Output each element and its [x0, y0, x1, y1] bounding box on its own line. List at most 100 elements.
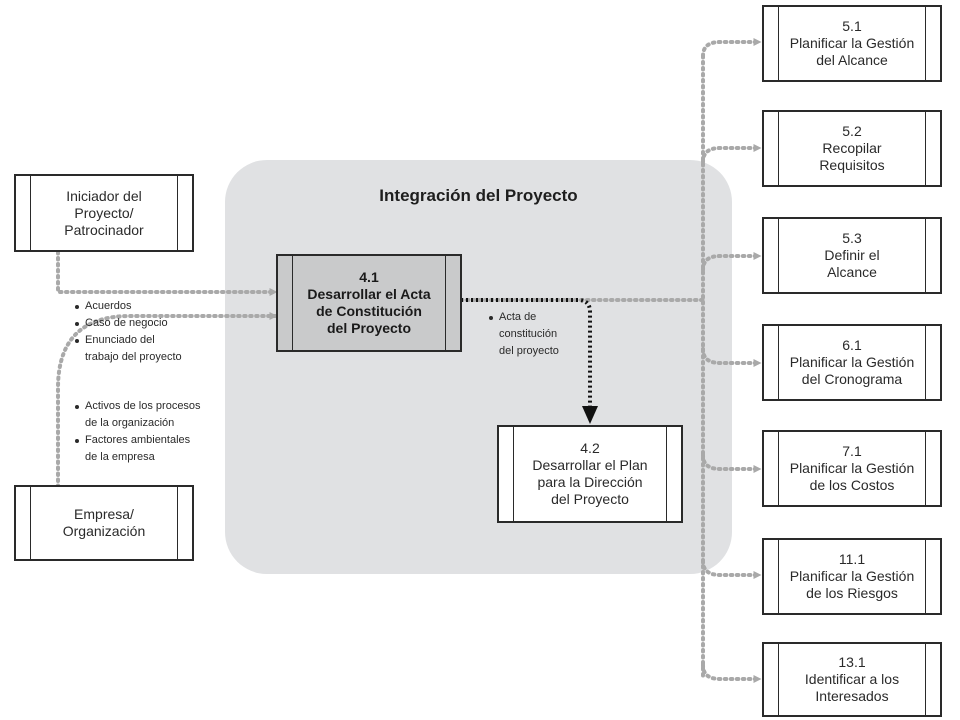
sponsor-input-text: Caso de negocio: [85, 317, 168, 329]
node-text-line: Identificar a los: [804, 671, 900, 687]
box-edge-bar: [764, 112, 779, 185]
box-edge-bar: [445, 256, 460, 350]
connector-to-7-1: [701, 453, 762, 473]
node-13-1: 13.1 Identificar a los Interesados: [762, 642, 942, 717]
node-text-line: Definir el: [824, 247, 880, 263]
bullet-dot: [489, 316, 493, 320]
sponsor-input-text: Enunciado del: [85, 334, 155, 346]
box-edge-bar: [925, 112, 940, 185]
box-edge-bar: [177, 487, 192, 559]
sponsor-input-item: Enunciado del trabajo del proyecto: [74, 332, 214, 366]
node-7-1: 7.1 Planificar la Gestión de los Costos: [762, 430, 942, 507]
box-edge-bar: [925, 644, 940, 715]
box-edge-bar: [925, 326, 940, 399]
org-input-item: Factores ambientales de la empresa: [74, 432, 224, 466]
connector-to-6-1: [701, 347, 762, 367]
connector-to-5-3: [701, 252, 762, 272]
node-organization: Empresa/ Organización: [14, 485, 194, 561]
node-4-2-plan: 4.2 Desarrollar el Plan para la Direcció…: [497, 425, 683, 523]
connector-to-5-2: [701, 144, 762, 164]
node-number: 11.1: [838, 551, 866, 567]
sponsor-input-text: Acuerdos: [85, 300, 132, 312]
node-text-line: Planificar la Gestión: [789, 460, 915, 476]
node-text-line: de Constitución: [316, 303, 422, 319]
bullet-dot: [75, 405, 79, 409]
box-edge-bar: [925, 7, 940, 80]
node-number: 7.1: [842, 443, 862, 459]
box-edge-bar: [177, 176, 192, 250]
node-6-1: 6.1 Planificar la Gestión del Cronograma: [762, 324, 942, 401]
box-edge-bar: [666, 427, 681, 521]
connector-to-13-1: [701, 663, 762, 683]
node-7-1-label: 7.1 Planificar la Gestión de los Costos: [779, 432, 925, 505]
box-edge-bar: [925, 540, 940, 613]
node-text-line: de los Riesgos: [806, 585, 898, 601]
charter-output-item: Acta de constitución del proyecto: [488, 309, 578, 360]
sponsor-input-item: Caso de negocio: [74, 315, 214, 332]
node-number: 5.2: [842, 123, 862, 139]
connector-org-to-charter: [56, 312, 278, 489]
charter-output-text: Acta de: [499, 311, 537, 323]
node-text-line: Planificar la Gestión: [789, 35, 915, 51]
node-4-1-charter: 4.1 Desarrollar el Acta de Constitución …: [276, 254, 462, 352]
connector-to-5-1: [701, 38, 762, 58]
node-text-line: Empresa/: [74, 506, 134, 522]
node-11-1: 11.1 Planificar la Gestión de los Riesgo…: [762, 538, 942, 615]
sponsor-input-text: trabajo del proyecto: [85, 351, 182, 363]
box-edge-bar: [764, 540, 779, 613]
org-input-text: Factores ambientales: [85, 434, 191, 446]
node-13-1-label: 13.1 Identificar a los Interesados: [779, 644, 925, 715]
node-6-1-label: 6.1 Planificar la Gestión del Cronograma: [779, 326, 925, 399]
connector-charter-to-plan-arrowhead: [582, 406, 598, 424]
node-number: 5.1: [842, 18, 862, 34]
node-11-1-label: 11.1 Planificar la Gestión de los Riesgo…: [779, 540, 925, 613]
bullet-dot: [75, 322, 79, 326]
node-5-1: 5.1 Planificar la Gestión del Alcance: [762, 5, 942, 82]
node-text-line: Organización: [62, 523, 146, 539]
box-edge-bar: [764, 432, 779, 505]
node-text-line: del Alcance: [816, 52, 888, 68]
node-4-2-label: 4.2 Desarrollar el Plan para la Direcció…: [514, 427, 666, 521]
org-inputs-list: Activos de los procesos de la organizaci…: [74, 398, 224, 466]
node-text-line: Desarrollar el Acta: [307, 286, 431, 302]
node-text-line: del Cronograma: [801, 371, 903, 387]
node-5-3-label: 5.3 Definir el Alcance: [779, 219, 925, 292]
node-5-2: 5.2 Recopilar Requisitos: [762, 110, 942, 187]
box-edge-bar: [16, 487, 31, 559]
node-5-2-label: 5.2 Recopilar Requisitos: [779, 112, 925, 185]
box-edge-bar: [925, 432, 940, 505]
node-text-line: Desarrollar el Plan: [532, 457, 648, 473]
node-text-line: Interesados: [815, 688, 889, 704]
box-edge-bar: [16, 176, 31, 250]
node-sponsor: Iniciador del Proyecto/ Patrocinador: [14, 174, 194, 252]
node-text-line: de los Costos: [809, 477, 895, 493]
bullet-dot: [75, 339, 79, 343]
charter-output-text: del proyecto: [499, 345, 559, 357]
node-text-line: Iniciador del: [66, 187, 142, 204]
sponsor-inputs-list: Acuerdos Caso de negocio Enunciado del t…: [74, 298, 214, 366]
org-input-text: Activos de los procesos: [85, 400, 201, 412]
charter-output-list: Acta de constitución del proyecto: [488, 309, 578, 360]
node-text-line: para la Dirección: [537, 474, 643, 490]
sponsor-input-item: Acuerdos: [74, 298, 214, 315]
node-number: 5.3: [842, 230, 862, 246]
box-edge-bar: [925, 219, 940, 292]
bullet-dot: [75, 439, 79, 443]
bullet-dot: [75, 305, 79, 309]
org-input-text: de la organización: [85, 417, 175, 429]
node-text-line: Alcance: [827, 264, 877, 280]
connector-sponsor-to-charter: [56, 250, 278, 296]
node-number: 4.2: [580, 440, 600, 456]
node-4-1-label: 4.1 Desarrollar el Acta de Constitución …: [293, 256, 445, 350]
node-5-3: 5.3 Definir el Alcance: [762, 217, 942, 294]
connector-to-11-1: [701, 559, 762, 579]
node-text-line: del Proyecto: [326, 320, 412, 336]
node-text-line: Planificar la Gestión: [789, 354, 915, 370]
node-text-line: Proyecto/: [74, 204, 134, 221]
box-edge-bar: [764, 326, 779, 399]
box-edge-bar: [499, 427, 514, 521]
box-edge-bar: [764, 219, 779, 292]
org-input-item: Activos de los procesos de la organizaci…: [74, 398, 224, 432]
node-text-line: Requisitos: [819, 157, 885, 173]
